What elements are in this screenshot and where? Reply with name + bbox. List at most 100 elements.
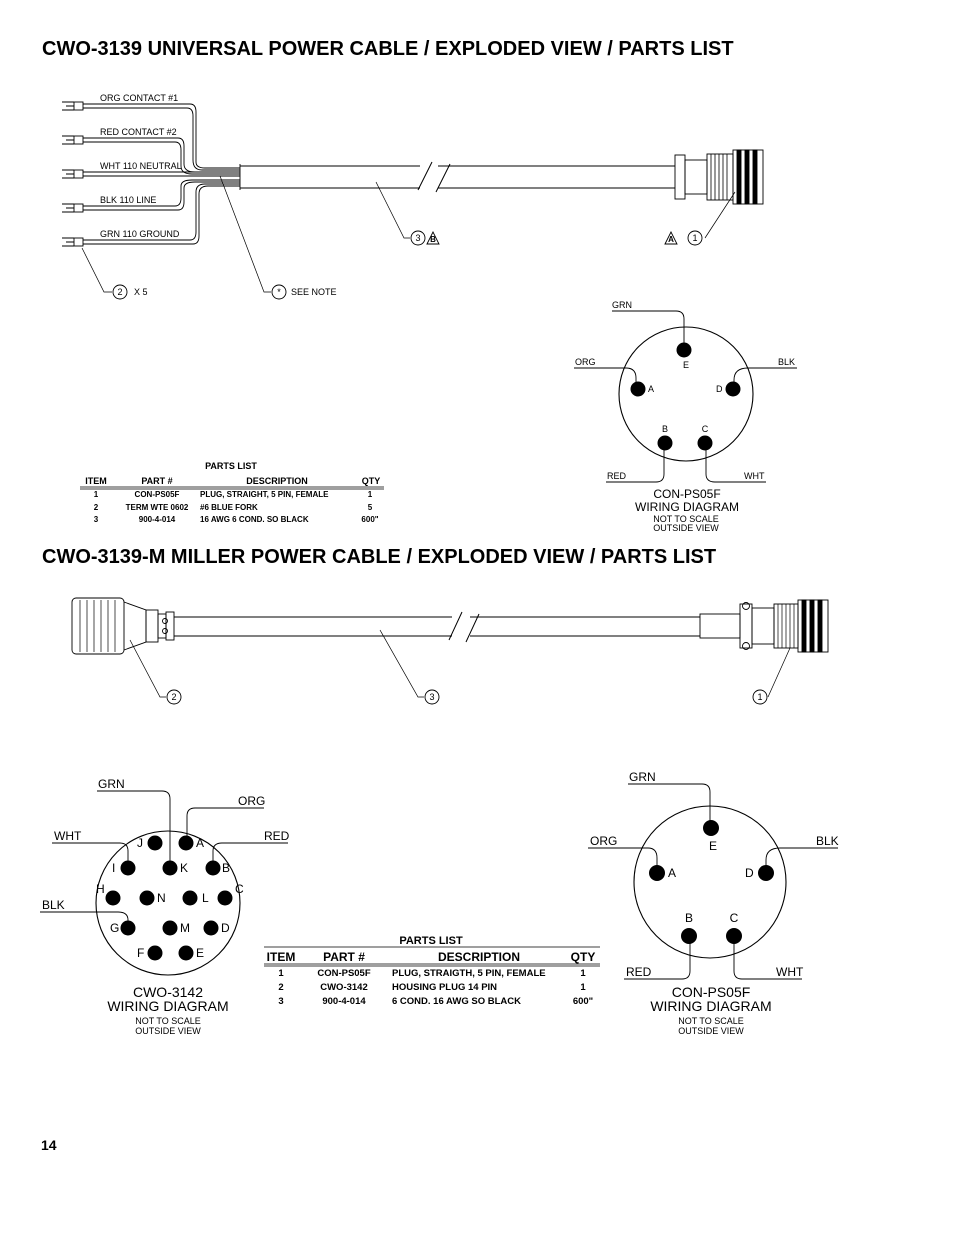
pin bbox=[203, 920, 219, 936]
pin-label: D bbox=[745, 866, 754, 880]
pin-label: C bbox=[730, 911, 739, 925]
pin-label: E bbox=[683, 360, 689, 370]
fork-terminal bbox=[62, 237, 84, 247]
column-header: ITEM bbox=[85, 476, 107, 486]
pin-label: B bbox=[662, 424, 668, 434]
pin-label: A bbox=[668, 866, 676, 880]
table-cell: 900-4-014 bbox=[139, 515, 176, 524]
fork-terminal bbox=[62, 101, 84, 111]
wire-label: RED bbox=[264, 829, 290, 843]
ref-letter: A bbox=[668, 235, 674, 244]
universal-parts-list: PARTS LIST ITEM PART # DESCRIPTION QTY 1… bbox=[80, 461, 384, 524]
callout-qty: X 5 bbox=[134, 287, 148, 297]
pin-label: D bbox=[716, 384, 723, 394]
wire-label: RED CONTACT #2 bbox=[100, 127, 177, 137]
table-cell: 600" bbox=[573, 996, 593, 1007]
column-header: ITEM bbox=[267, 950, 296, 964]
fork-terminal bbox=[62, 169, 84, 179]
diagram-note: NOT TO SCALE bbox=[678, 1016, 744, 1026]
column-header: DESCRIPTION bbox=[438, 950, 520, 964]
pin bbox=[676, 342, 692, 358]
miller-parts-list: PARTS LIST ITEM PART # DESCRIPTION QTY 1… bbox=[264, 935, 600, 1007]
wire-label: BLK bbox=[778, 357, 795, 367]
pin bbox=[630, 381, 646, 397]
table-cell: 16 AWG 6 COND. SO BLACK bbox=[200, 515, 309, 524]
table-cell: PLUG, STRAIGTH, 5 PIN, FEMALE bbox=[392, 968, 546, 979]
wire-label: WHT bbox=[776, 965, 804, 979]
table-cell: HOUSING PLUG 14 PIN bbox=[392, 982, 497, 993]
diagram-name: CWO-3142 bbox=[133, 984, 203, 1000]
table-cell: 6 COND. 16 AWG SO BLACK bbox=[392, 996, 521, 1007]
pin-label: M bbox=[180, 921, 190, 935]
diagram-note: OUTSIDE VIEW bbox=[678, 1026, 744, 1036]
callout-number: 3 bbox=[429, 692, 434, 702]
table-cell: 3 bbox=[278, 996, 283, 1007]
pin-label: N bbox=[157, 891, 166, 905]
pin bbox=[147, 945, 163, 961]
table-cell: CON-PS05F bbox=[317, 968, 371, 979]
wire-label: GRN bbox=[612, 300, 632, 310]
wire-label: RED bbox=[607, 471, 627, 481]
callouts bbox=[166, 689, 768, 705]
fork-terminal bbox=[62, 135, 84, 145]
pin-label: J bbox=[137, 836, 143, 850]
pin bbox=[120, 860, 136, 876]
ref-triangle bbox=[426, 230, 440, 245]
wires bbox=[83, 103, 240, 245]
table-cell: 900-4-014 bbox=[322, 996, 366, 1007]
heading-miller-cable: CWO-3139-M MILLER POWER CABLE / EXPLODED… bbox=[42, 546, 717, 568]
diagram-note: OUTSIDE VIEW bbox=[653, 523, 719, 533]
heading-universal-cable: CWO-3139 UNIVERSAL POWER CABLE / EXPLODE… bbox=[42, 38, 734, 60]
leader-lines bbox=[81, 175, 736, 293]
housing-plug bbox=[71, 597, 175, 655]
callout-circle bbox=[410, 230, 426, 246]
pin-label: G bbox=[110, 921, 119, 935]
pin bbox=[697, 435, 713, 451]
diagram-note: NOT TO SCALE bbox=[135, 1016, 201, 1026]
table-cell: 600" bbox=[361, 515, 378, 524]
pin bbox=[649, 865, 665, 881]
pin-label: E bbox=[709, 839, 717, 853]
parts-list-title: PARTS LIST bbox=[205, 461, 257, 471]
miller-wiring-diagram: GRN ORG BLK RED WHT E A D B C CON-PS05F … bbox=[588, 770, 839, 1036]
parts-list-title: PARTS LIST bbox=[399, 935, 463, 947]
wire-label: BLK bbox=[816, 834, 839, 848]
table-cell: 1 bbox=[94, 490, 99, 499]
pin-label: B bbox=[685, 911, 693, 925]
pin bbox=[657, 435, 673, 451]
pin-label: A bbox=[196, 836, 204, 850]
pin-label: K bbox=[180, 861, 188, 875]
wire-label: BLK bbox=[42, 898, 65, 912]
pin bbox=[178, 945, 194, 961]
column-header: PART # bbox=[141, 476, 172, 486]
pin bbox=[147, 835, 163, 851]
cable-jacket bbox=[174, 611, 700, 643]
diagram-subtitle: WIRING DIAGRAM bbox=[635, 500, 739, 514]
pin bbox=[758, 865, 774, 881]
pin-label: L bbox=[202, 891, 209, 905]
pin-label: C bbox=[235, 882, 244, 896]
ref-letter: B bbox=[430, 235, 436, 244]
callout-circle bbox=[752, 689, 768, 705]
wire-label: ORG CONTACT #1 bbox=[100, 93, 178, 103]
leader-lines bbox=[129, 629, 791, 698]
callout-circle bbox=[424, 689, 440, 705]
page-number: 14 bbox=[41, 1137, 57, 1153]
callouts bbox=[112, 230, 703, 300]
pin bbox=[105, 890, 121, 906]
column-header: QTY bbox=[362, 476, 381, 486]
wire-label: RED bbox=[626, 965, 652, 979]
column-header: PART # bbox=[323, 950, 365, 964]
fork-terminals bbox=[62, 101, 84, 247]
pin bbox=[162, 860, 178, 876]
pin bbox=[178, 835, 194, 851]
table-cell: #6 BLUE FORK bbox=[200, 503, 258, 512]
miller-exploded-view bbox=[71, 597, 829, 705]
pin bbox=[681, 928, 697, 944]
plug-connector bbox=[699, 599, 829, 653]
pin-label: F bbox=[137, 946, 144, 960]
diagram-note: NOT TO SCALE bbox=[653, 514, 719, 524]
table-cell: 1 bbox=[580, 982, 586, 993]
callout-circle bbox=[687, 230, 703, 246]
